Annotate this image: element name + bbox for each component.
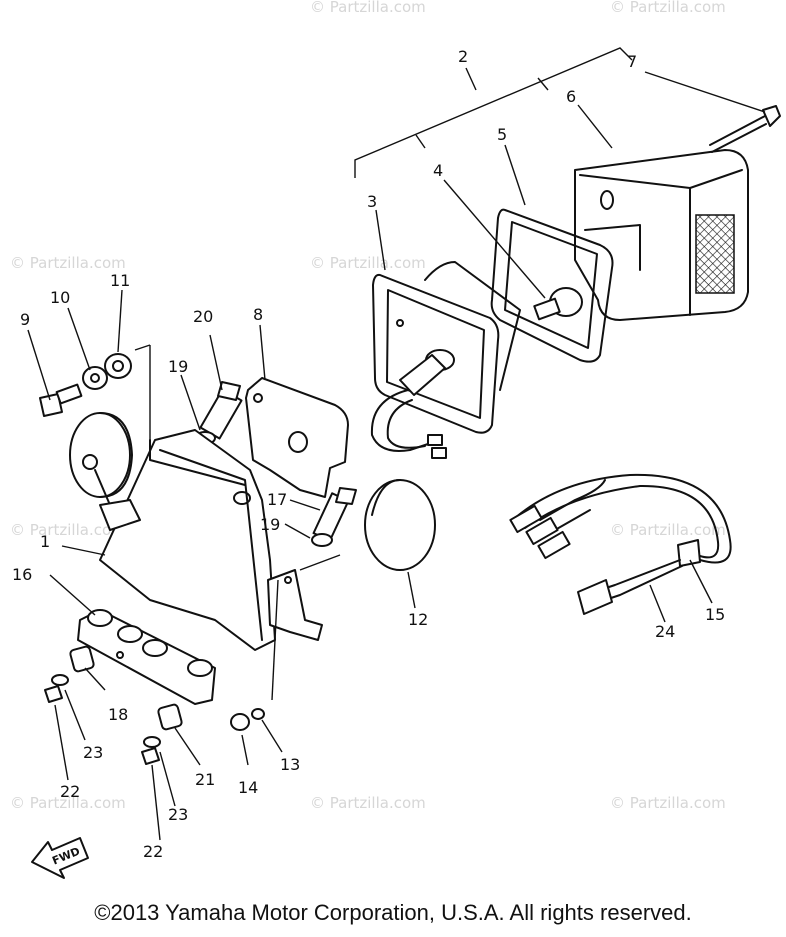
bracket-plate — [245, 377, 349, 498]
callout-14: 14 — [238, 778, 258, 797]
callout-11: 11 — [110, 271, 130, 290]
screw-7 — [709, 105, 781, 153]
watermark: © Partzilla.com — [610, 521, 726, 539]
copyright-notice: ©2013 Yamaha Motor Corporation, U.S.A. A… — [94, 900, 692, 925]
left-reflector — [69, 412, 133, 506]
bulb — [533, 287, 583, 321]
leader-lines — [27, 71, 766, 841]
callout-23-left: 23 — [83, 743, 103, 762]
nut-22-right — [141, 747, 160, 765]
nut-23-left — [51, 674, 69, 686]
callout-24: 24 — [655, 622, 675, 641]
callout-16: 16 — [12, 565, 32, 584]
collar-21 — [157, 703, 183, 731]
callout-3: 3 — [367, 192, 377, 211]
watermark: © Partzilla.com — [310, 794, 426, 812]
watermark: © Partzilla.com — [310, 0, 426, 16]
washer-19-lower — [311, 533, 333, 547]
callout-21: 21 — [195, 770, 215, 789]
lens-cover — [574, 149, 749, 321]
grommet-plate — [77, 609, 216, 705]
gasket — [490, 208, 614, 363]
callout-19-lower: 19 — [260, 515, 280, 534]
callout-22-right: 22 — [143, 842, 163, 861]
reflector-12 — [364, 479, 436, 571]
callout-13: 13 — [280, 755, 300, 774]
collar-10 — [82, 366, 108, 390]
watermark: © Partzilla.com — [10, 521, 126, 539]
callout-17: 17 — [267, 490, 287, 509]
grommet-11 — [104, 353, 132, 379]
callout-19-upper: 19 — [168, 357, 188, 376]
nut-14 — [230, 713, 250, 731]
callout-4: 4 — [433, 161, 443, 180]
watermark: © Partzilla.com — [10, 794, 126, 812]
fwd-arrow-icon: FWD — [31, 837, 89, 879]
nut-22-left — [44, 685, 63, 703]
callout-2: 2 — [458, 47, 468, 66]
callouts: 1 2 3 4 5 6 7 8 9 10 11 12 13 14 15 16 1… — [12, 47, 725, 861]
callout-22-left: 22 — [60, 782, 80, 801]
watermarks: © Partzilla.com © Partzilla.com © Partzi… — [10, 0, 726, 812]
callout-10: 10 — [50, 288, 70, 307]
callout-12: 12 — [408, 610, 428, 629]
callout-23-right: 23 — [168, 805, 188, 824]
lamp-housing — [370, 261, 521, 459]
watermark: © Partzilla.com — [10, 254, 126, 272]
callout-18: 18 — [108, 705, 128, 724]
nut-23-right — [143, 736, 161, 748]
bolt-20 — [199, 381, 243, 440]
washer-13 — [251, 708, 265, 720]
callout-6: 6 — [566, 87, 576, 106]
watermark: © Partzilla.com — [610, 0, 726, 16]
callout-20: 20 — [193, 307, 213, 326]
assembly-bracket — [354, 47, 633, 178]
callout-5: 5 — [497, 125, 507, 144]
collar-18 — [69, 645, 95, 673]
callout-15: 15 — [705, 605, 725, 624]
callout-7: 7 — [627, 52, 637, 71]
callout-9: 9 — [20, 310, 30, 329]
watermark: © Partzilla.com — [610, 794, 726, 812]
callout-8: 8 — [253, 305, 263, 324]
watermark: © Partzilla.com — [310, 254, 426, 272]
bolt-9 — [39, 383, 83, 417]
wire-harness — [509, 473, 732, 615]
callout-1: 1 — [40, 532, 50, 551]
